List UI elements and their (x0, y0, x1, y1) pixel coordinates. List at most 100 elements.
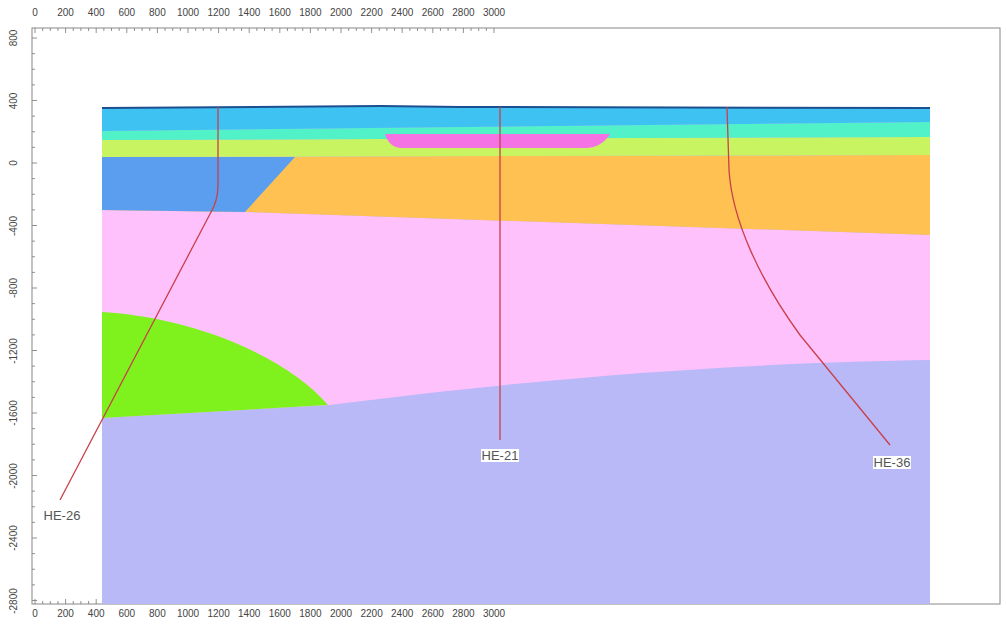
axis-label: 3000 (483, 8, 505, 18)
axis-label: 1200 (207, 8, 229, 18)
tick-mark (188, 28, 189, 33)
axis-label: -2800 (9, 588, 19, 614)
tick-mark (402, 28, 403, 33)
tick-mark (249, 28, 250, 33)
axis-label: 200 (57, 8, 74, 18)
tick-mark (50, 601, 51, 604)
tick-mark (32, 319, 35, 320)
tick-mark (379, 28, 380, 31)
tick-mark (32, 225, 37, 226)
tick-mark (32, 459, 35, 460)
well-label: HE-26 (43, 509, 82, 522)
tick-mark (371, 28, 372, 33)
axis-label: 400 (88, 8, 105, 18)
axis-label: -1600 (9, 400, 19, 426)
tick-mark (96, 28, 97, 33)
axis-label: 2600 (422, 609, 444, 619)
axis-label: 800 (9, 30, 19, 47)
axis-label: 1000 (177, 8, 199, 18)
axis-label: 600 (118, 609, 135, 619)
tick-mark (32, 569, 35, 570)
tick-mark (32, 147, 35, 148)
green-lens (102, 312, 328, 418)
tick-mark (32, 100, 37, 101)
tick-mark (42, 28, 43, 31)
tick-mark (80, 601, 81, 604)
tick-mark (111, 28, 112, 31)
well-trajectory (727, 107, 890, 445)
tick-mark (348, 28, 349, 31)
tick-mark (32, 584, 35, 585)
tick-mark (32, 600, 37, 601)
tick-mark (448, 28, 449, 31)
tick-mark (80, 28, 81, 31)
axis-label: 2000 (330, 8, 352, 18)
tick-mark (471, 28, 472, 31)
axis-label: -2000 (9, 463, 19, 489)
axis-label: 400 (88, 609, 105, 619)
tick-mark (32, 381, 35, 382)
tick-mark (440, 28, 441, 31)
tick-mark (32, 444, 35, 445)
tick-mark (142, 28, 143, 31)
ground-surface (102, 106, 930, 108)
magenta-lens (385, 134, 610, 148)
tick-mark (478, 28, 479, 31)
tick-mark (32, 397, 35, 398)
tick-mark (32, 553, 35, 554)
tick-mark (310, 28, 311, 33)
tick-mark (341, 28, 342, 33)
tick-mark (134, 28, 135, 31)
axis-label: -400 (9, 215, 19, 235)
tick-mark (32, 428, 35, 429)
tick-mark (32, 522, 35, 523)
tick-mark (73, 601, 74, 604)
axis-label: 2400 (391, 8, 413, 18)
tick-mark (256, 28, 257, 31)
tick-mark (272, 28, 273, 31)
tick-mark (32, 491, 35, 492)
axis-label: 1000 (177, 609, 199, 619)
axis-label: 800 (149, 609, 166, 619)
axis-label: -1200 (9, 338, 19, 364)
tick-mark (333, 28, 334, 31)
tick-mark (32, 288, 37, 289)
blue-block (102, 157, 295, 212)
axis-label: -2400 (9, 525, 19, 551)
tick-mark (32, 69, 35, 70)
tick-mark (241, 28, 242, 31)
top-layer (102, 106, 930, 131)
tick-mark (35, 28, 36, 33)
tick-mark (50, 28, 51, 31)
tick-mark (494, 28, 495, 33)
axis-label: 1600 (269, 609, 291, 619)
tick-mark (32, 475, 37, 476)
tick-mark (318, 28, 319, 31)
tick-mark (486, 28, 487, 31)
axis-label: 1400 (238, 8, 260, 18)
tick-mark (57, 601, 58, 604)
tick-mark (210, 28, 211, 31)
tick-mark (32, 209, 35, 210)
tick-mark (96, 599, 97, 604)
axis-label: 2200 (360, 8, 382, 18)
tick-mark (32, 131, 35, 132)
tick-mark (32, 303, 35, 304)
tick-mark (287, 28, 288, 31)
tick-mark (203, 28, 204, 31)
tick-mark (32, 413, 37, 414)
tick-mark (233, 28, 234, 31)
tick-mark (57, 28, 58, 31)
tick-mark (157, 28, 158, 33)
tick-mark (32, 241, 35, 242)
tick-mark (417, 28, 418, 31)
well-label: HE-36 (873, 456, 912, 469)
axis-label: 0 (32, 609, 38, 619)
tick-mark (432, 28, 433, 33)
axis-label: 2600 (422, 8, 444, 18)
axis-label: 0 (32, 8, 38, 18)
tick-mark (386, 28, 387, 31)
axis-label: 2000 (330, 609, 352, 619)
axis-label: -800 (9, 278, 19, 298)
